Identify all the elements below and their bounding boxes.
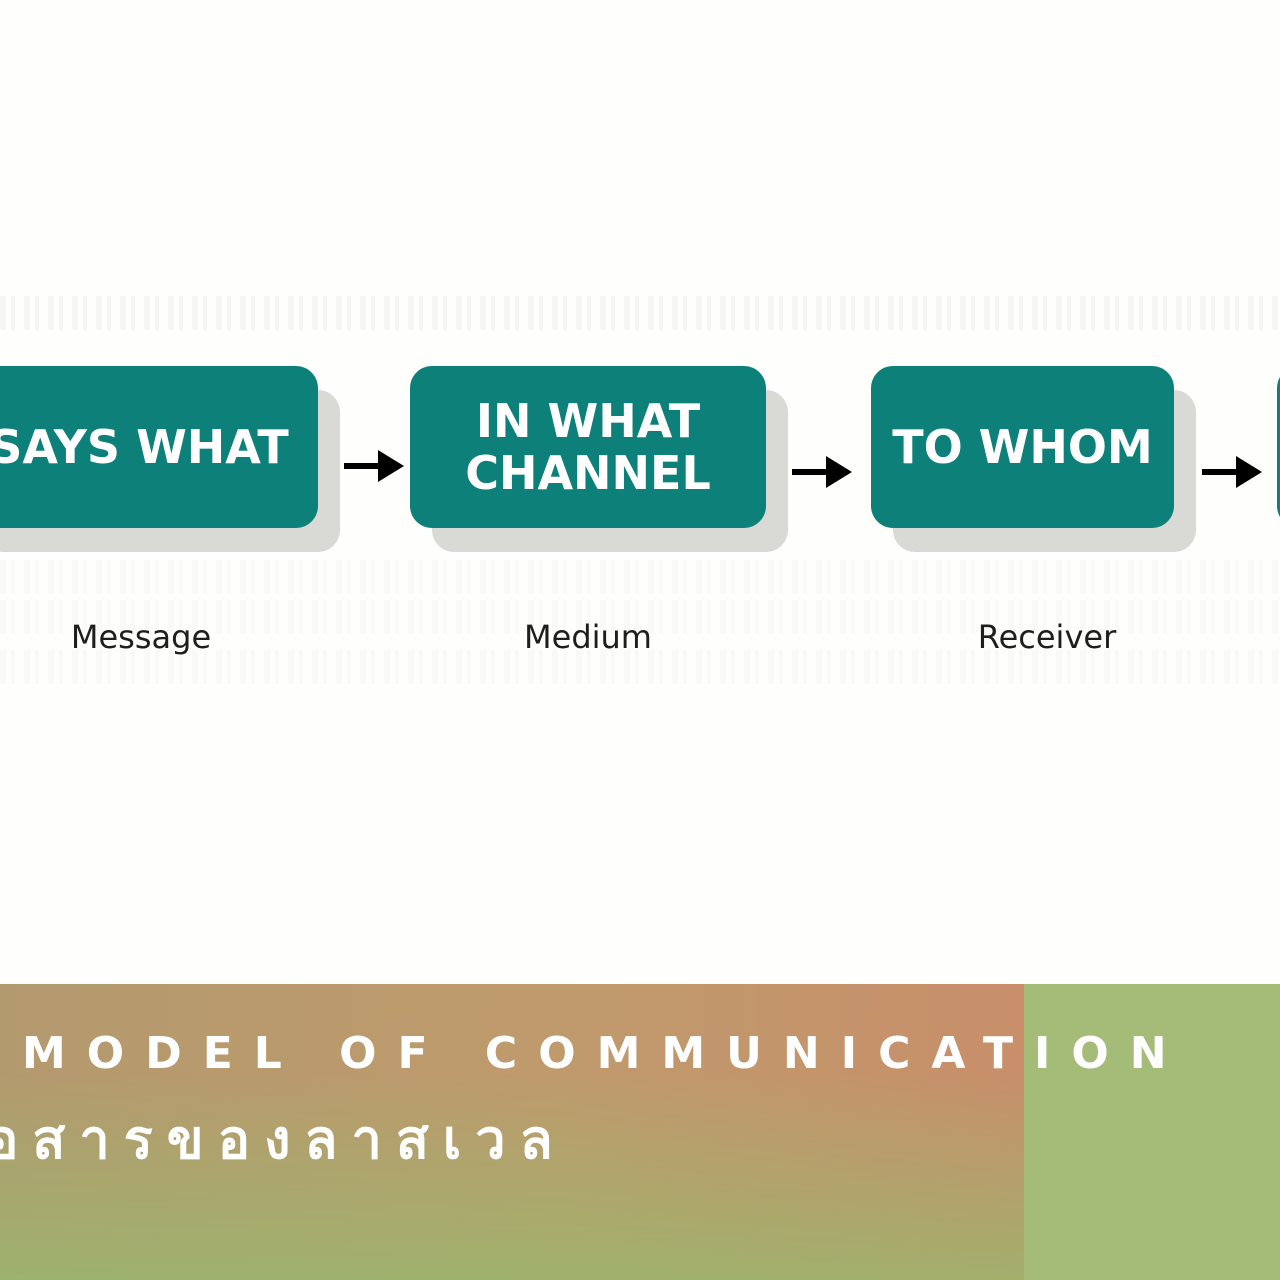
box-body	[1277, 366, 1280, 528]
box-label: SAYS WHAT	[0, 420, 289, 474]
title-banner	[0, 984, 1280, 1280]
banner-right-panel	[1024, 984, 1280, 1280]
caption-message: Message	[70, 618, 212, 656]
box-label: IN WHAT CHANNEL	[465, 394, 711, 500]
faint-background-text	[0, 296, 1280, 330]
caption-medium: Medium	[524, 618, 652, 656]
right-arrow-icon	[792, 456, 852, 488]
box-body: IN WHAT CHANNEL	[410, 366, 766, 528]
flow-box-to-whom: TO WHOM	[871, 366, 1196, 552]
right-arrow-icon	[344, 450, 404, 482]
banner-subtitle: อสารของลาสเวล	[0, 1108, 567, 1171]
flow-box-partial	[1277, 366, 1280, 528]
box-label: TO WHOM	[892, 420, 1153, 474]
flow-box-says-what: SAYS WHAT	[0, 366, 340, 552]
flow-box-in-what-channel: IN WHAT CHANNEL	[410, 366, 788, 552]
banner-title: MODEL OF COMMUNICATION	[22, 1028, 1188, 1079]
caption-receiver: Receiver	[977, 618, 1117, 656]
box-body: TO WHOM	[871, 366, 1174, 528]
faint-background-text	[0, 560, 1280, 594]
right-arrow-icon	[1202, 456, 1262, 488]
box-body: SAYS WHAT	[0, 366, 318, 528]
banner-gradient-overlay	[0, 984, 1024, 1280]
